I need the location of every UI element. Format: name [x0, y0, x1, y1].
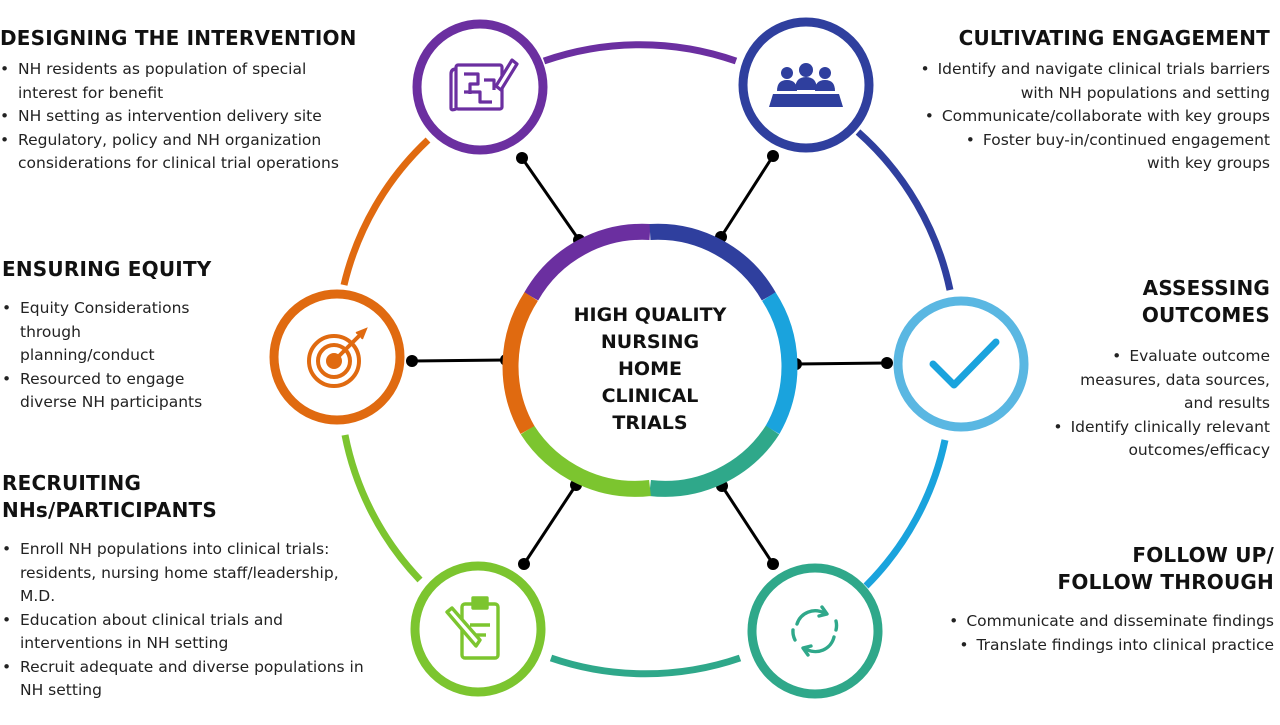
bullet-item: Enroll NH populations into clinical tria… — [2, 538, 365, 609]
bullet-item: Communicate/collaborate with key groups — [910, 105, 1270, 129]
center-title: HIGH QUALITY NURSING HOME CLINICAL TRIAL… — [550, 302, 750, 437]
section-designing: DESIGNING THE INTERVENTION NH residents … — [0, 25, 360, 176]
node-designing — [412, 19, 548, 155]
bullet-item: Evaluate outcome measures, data sources,… — [1030, 345, 1270, 416]
bullet-item: Communicate and disseminate findings — [914, 610, 1274, 634]
bullet-list: Enroll NH populations into clinical tria… — [2, 538, 365, 703]
spoke-recruiting — [522, 484, 578, 565]
bullet-item: Foster buy-in/continued engagement with … — [910, 129, 1270, 176]
center-ring-segment-purple — [524, 223, 651, 301]
target-icon — [307, 327, 368, 388]
outer-ring-arc-upper-right — [855, 129, 954, 291]
bullet-list: Identify and navigate clinical trials ba… — [910, 58, 1270, 176]
group-meeting-icon — [769, 63, 843, 107]
bullet-list: Evaluate outcome measures, data sources,… — [1030, 345, 1270, 463]
outer-ring-arc-lower-left — [341, 434, 423, 583]
bullet-item: Translate findings into clinical practic… — [914, 634, 1274, 658]
section-title: CULTIVATING ENGAGEMENT — [958, 26, 1270, 50]
bullet-list: Equity Considerations through planning/c… — [2, 297, 222, 415]
outer-ring-arc-bottom — [549, 654, 742, 678]
center-ring-segment-green — [520, 425, 651, 497]
bullet-item: Education about clinical trials and inte… — [2, 609, 330, 656]
spoke-dot — [881, 357, 893, 369]
bullet-list: NH residents as population of special in… — [0, 58, 360, 176]
center-title-line: CLINICAL — [601, 385, 699, 407]
center-ring-segment-cyan — [762, 292, 798, 434]
outer-ring-arc-upper-left — [340, 137, 431, 286]
bullet-item: Recruit adequate and diverse populations… — [2, 656, 375, 703]
center-title-line: HOME — [618, 358, 682, 380]
center-title-line: TRIALS — [612, 412, 688, 434]
checkmark-icon — [929, 338, 1000, 389]
section-title: RECRUITING NHs/PARTICIPANTS — [2, 471, 217, 522]
spoke-dot — [767, 150, 779, 162]
blueprint-icon — [449, 58, 519, 112]
bullet-item: Resourced to engage diverse NH participa… — [2, 368, 230, 415]
bullet-item: Identify clinically relevant outcomes/ef… — [1030, 416, 1270, 463]
spoke-designing — [520, 157, 581, 241]
node-assessing — [893, 296, 1029, 432]
bullet-item: NH residents as population of special in… — [0, 58, 318, 105]
spoke-dot — [516, 152, 528, 164]
center-title-line: HIGH QUALITY — [573, 304, 727, 326]
section-cultivating: CULTIVATING ENGAGEMENT Identify and navi… — [910, 25, 1270, 176]
node-cultivating — [738, 17, 874, 153]
refresh-cycle-icon — [791, 605, 839, 657]
outer-ring-arc-top — [542, 41, 738, 65]
section-assessing: ASSESSING OUTCOMES Evaluate outcome meas… — [1030, 275, 1270, 463]
spoke-dot — [518, 558, 530, 570]
clipboard-icon — [445, 596, 500, 660]
center-ring-segment-orange — [502, 292, 538, 434]
spoke-assessing — [795, 361, 888, 366]
bullet-item: Regulatory, policy and NH organization c… — [0, 129, 353, 176]
section-followup: FOLLOW UP/ FOLLOW THROUGH Communicate an… — [914, 542, 1274, 657]
section-recruiting: RECRUITING NHs/PARTICIPANTS Enroll NH po… — [2, 470, 365, 703]
spoke-equity — [411, 358, 507, 363]
outer-ring-arc-lower-right — [863, 439, 949, 589]
spoke-followup — [720, 485, 775, 565]
section-title: DESIGNING THE INTERVENTION — [0, 26, 357, 50]
section-title: ASSESSING OUTCOMES — [1141, 276, 1270, 327]
bullet-item: NH setting as intervention delivery site — [0, 105, 360, 129]
spoke-dot — [767, 558, 779, 570]
node-equity — [269, 289, 405, 425]
node-followup — [747, 563, 883, 699]
spoke-cultivating — [719, 155, 775, 238]
bullet-list: Communicate and disseminate findings Tra… — [914, 610, 1274, 657]
section-title: ENSURING EQUITY — [2, 257, 212, 281]
center-ring-segment-teal — [649, 425, 780, 497]
section-equity: ENSURING EQUITY Equity Considerations th… — [2, 256, 222, 415]
center-ring-segment-blue — [649, 223, 776, 301]
section-title: FOLLOW UP/ FOLLOW THROUGH — [1057, 543, 1274, 594]
node-recruiting — [410, 561, 546, 697]
bullet-item: Identify and navigate clinical trials ba… — [910, 58, 1270, 105]
bullet-item: Equity Considerations through planning/c… — [2, 297, 220, 368]
spoke-dot — [406, 355, 418, 367]
center-title-line: NURSING — [600, 331, 700, 353]
